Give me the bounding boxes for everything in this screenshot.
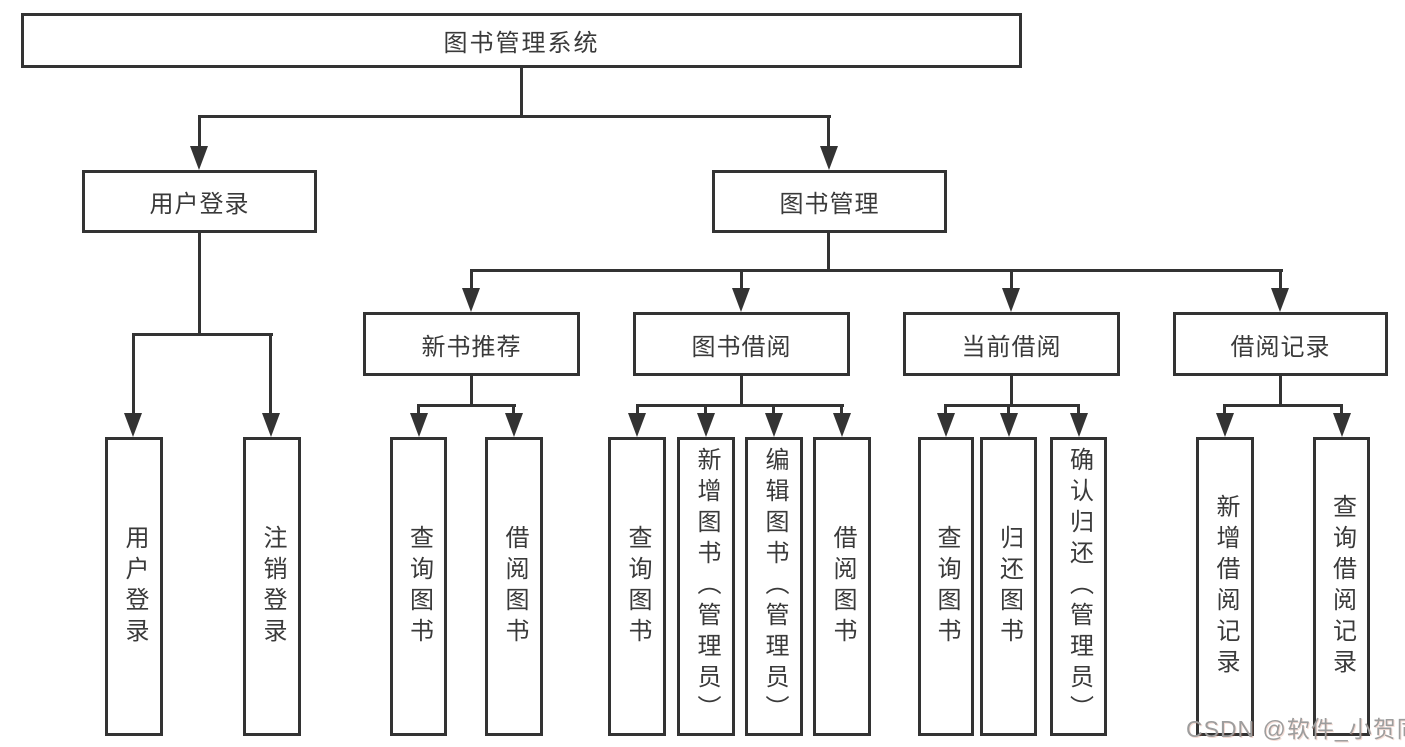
leaf-current-query-books: 查询图书 — [918, 437, 974, 736]
leaf-borrow-add-books-label: 新增图书（管理员） — [693, 447, 720, 726]
leaf-recommend-borrow-books-label: 借阅图书 — [501, 524, 528, 649]
leaf-records-query-record: 查询借阅记录 — [1313, 437, 1370, 736]
connector-line — [520, 68, 523, 117]
node-root: 图书管理系统 — [21, 13, 1022, 68]
leaf-recommend-query-books-label: 查询图书 — [405, 524, 433, 649]
connector-line — [944, 404, 1080, 407]
node-book-borrow-label: 图书借阅 — [691, 333, 792, 361]
node-borrow-records-label: 借阅记录 — [1230, 333, 1331, 361]
leaf-current-return-books-label: 归还图书 — [995, 524, 1023, 649]
leaf-borrow-borrow-books-label: 借阅图书 — [829, 524, 856, 649]
arrow-down-icon — [410, 413, 428, 437]
leaf-borrow-query-books: 查询图书 — [608, 437, 666, 736]
connector-line — [1223, 406, 1226, 416]
connector-line — [944, 406, 947, 416]
connector-line — [827, 117, 830, 151]
connector-line — [740, 271, 743, 291]
connector-line — [827, 233, 830, 271]
node-current-borrow-label: 当前借阅 — [961, 333, 1062, 361]
leaf-borrow-edit-books-label: 编辑图书（管理员） — [761, 447, 788, 726]
arrow-down-icon — [937, 413, 955, 437]
node-current-borrow: 当前借阅 — [903, 312, 1120, 376]
connector-line — [512, 406, 515, 416]
csdn-watermark: CSDN @软件_小贺同学 — [1186, 716, 1405, 742]
node-book-borrow: 图书借阅 — [633, 312, 850, 376]
connector-line — [470, 271, 473, 291]
connector-line — [740, 376, 743, 406]
arrow-down-icon — [262, 413, 280, 437]
node-book-management-label: 图书管理 — [779, 191, 880, 218]
connector-line — [1077, 406, 1080, 416]
connector-line — [840, 406, 843, 416]
arrow-down-icon — [1070, 413, 1088, 437]
connector-line — [636, 404, 844, 407]
connector-line — [1279, 271, 1282, 291]
connector-line — [417, 404, 516, 407]
arrow-down-icon — [732, 288, 750, 312]
connector-line — [198, 115, 831, 118]
connector-line — [1010, 376, 1013, 406]
leaf-user-login: 用户登录 — [105, 437, 163, 736]
connector-line — [772, 406, 775, 416]
arrow-down-icon — [124, 413, 142, 437]
leaf-borrow-add-books: 新增图书（管理员） — [677, 437, 735, 736]
arrow-down-icon — [1216, 413, 1234, 437]
leaf-borrow-edit-books: 编辑图书（管理员） — [745, 437, 803, 736]
arrow-down-icon — [1333, 413, 1351, 437]
leaf-records-add-record-label: 新增借阅记录 — [1212, 493, 1239, 680]
node-new-book-recommend-label: 新书推荐 — [421, 333, 522, 361]
leaf-logout: 注销登录 — [243, 437, 301, 736]
arrow-down-icon — [505, 413, 523, 437]
connector-line — [636, 406, 639, 416]
leaf-borrow-query-books-label: 查询图书 — [624, 524, 651, 649]
leaf-recommend-query-books: 查询图书 — [390, 437, 447, 736]
arrow-down-icon — [1000, 413, 1018, 437]
leaf-current-query-books-label: 查询图书 — [933, 524, 960, 649]
leaf-recommend-borrow-books: 借阅图书 — [485, 437, 543, 736]
arrow-down-icon — [833, 413, 851, 437]
connector-line — [1340, 406, 1343, 416]
arrow-down-icon — [462, 288, 480, 312]
leaf-logout-label: 注销登录 — [259, 524, 286, 649]
leaf-user-login-label: 用户登录 — [121, 524, 148, 649]
leaf-records-add-record: 新增借阅记录 — [1196, 437, 1254, 736]
node-book-management: 图书管理 — [712, 170, 947, 233]
connector-line — [1279, 376, 1282, 406]
node-user-login: 用户登录 — [82, 170, 317, 233]
node-user-login-label: 用户登录 — [149, 191, 250, 218]
connector-line — [1010, 271, 1013, 291]
arrow-down-icon — [697, 413, 715, 437]
connector-line — [269, 335, 272, 415]
leaf-current-confirm-return-label: 确认归还（管理员） — [1065, 447, 1093, 726]
node-borrow-records: 借阅记录 — [1173, 312, 1388, 376]
connector-line — [132, 333, 273, 336]
connector-line — [132, 335, 135, 415]
leaf-borrow-borrow-books: 借阅图书 — [813, 437, 871, 736]
connector-line — [470, 376, 473, 406]
connector-line — [1007, 406, 1010, 416]
connector-line — [198, 117, 201, 151]
leaf-records-query-record-label: 查询借阅记录 — [1328, 493, 1356, 680]
connector-line — [417, 406, 420, 416]
connector-line — [1223, 404, 1343, 407]
node-new-book-recommend: 新书推荐 — [363, 312, 580, 376]
connector-line — [198, 233, 201, 335]
arrow-down-icon — [1271, 288, 1289, 312]
leaf-current-return-books: 归还图书 — [980, 437, 1037, 736]
arrow-down-icon — [820, 146, 838, 170]
leaf-current-confirm-return: 确认归还（管理员） — [1050, 437, 1107, 736]
connector-line — [470, 269, 1283, 272]
arrow-down-icon — [628, 413, 646, 437]
arrow-down-icon — [1002, 288, 1020, 312]
arrow-down-icon — [190, 146, 208, 170]
connector-line — [704, 406, 707, 416]
node-root-label: 图书管理系统 — [443, 30, 600, 57]
arrow-down-icon — [765, 413, 783, 437]
